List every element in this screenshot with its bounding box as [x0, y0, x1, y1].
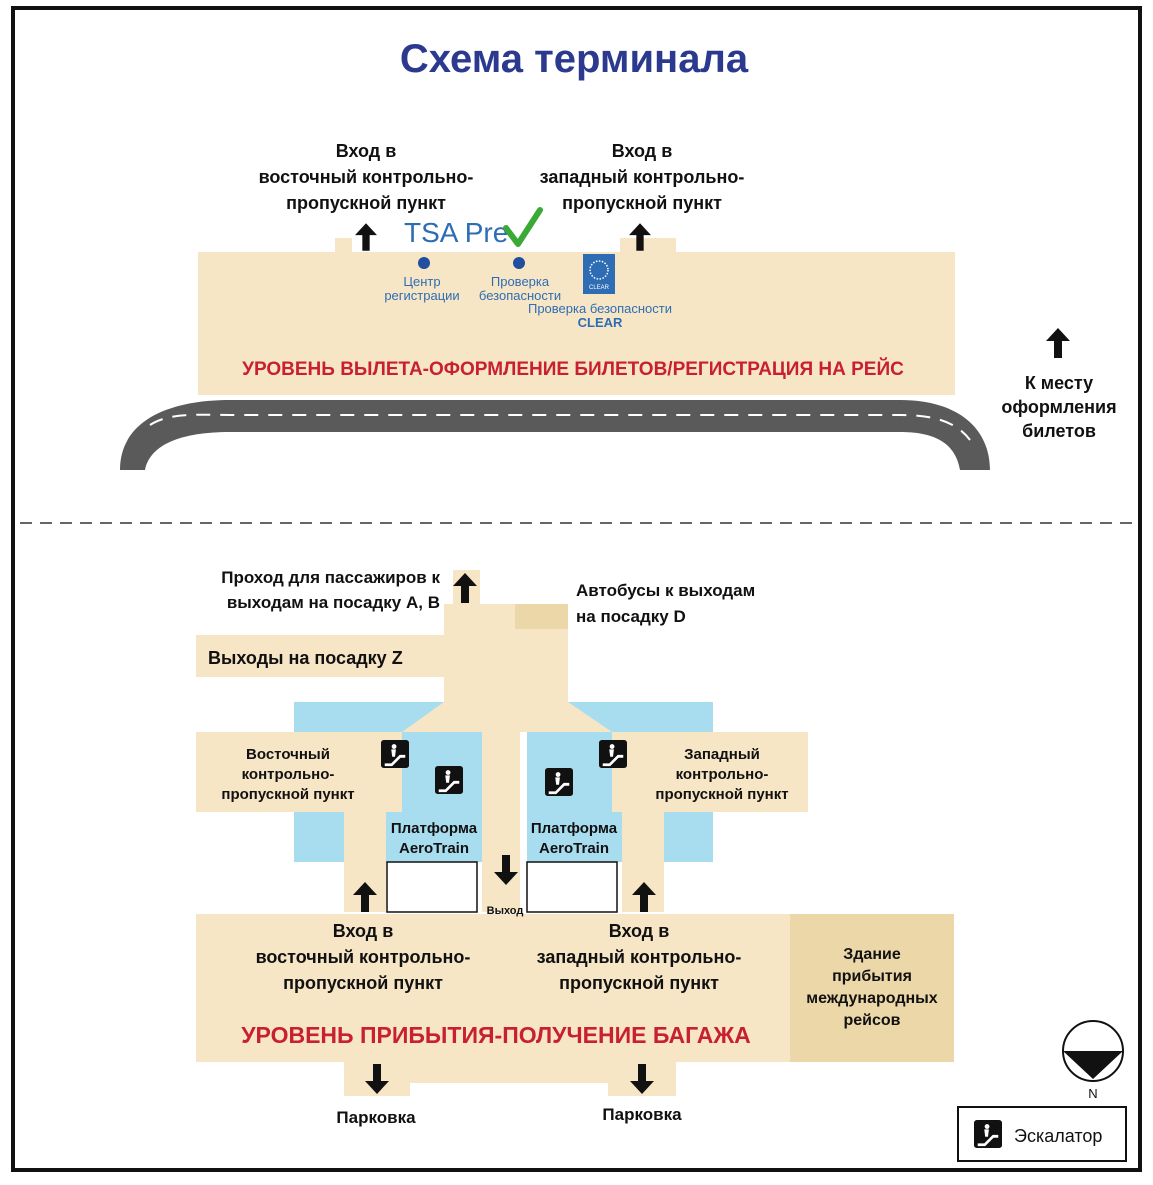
svg-text:Вход в: Вход в	[612, 141, 673, 161]
escalator-platform-right-icon	[545, 768, 573, 796]
svg-text:CLEAR: CLEAR	[589, 285, 610, 291]
svg-text:пропускной пункт: пропускной пункт	[286, 193, 446, 213]
svg-text:восточный контрольно-: восточный контрольно-	[259, 167, 474, 187]
svg-text:Проверка: Проверка	[491, 274, 550, 289]
aerotrain-platform-right	[527, 732, 612, 862]
bus-area	[515, 604, 568, 629]
checkin-dot-icon	[418, 257, 430, 269]
arrival-level-hall	[196, 914, 954, 1096]
svg-text:выходам на посадку A, B: выходам на посадку A, B	[227, 593, 440, 612]
svg-text:рейсов: рейсов	[843, 1012, 900, 1029]
svg-text:билетов: билетов	[1022, 421, 1096, 441]
passage-label: Проход для пассажиров к выходам на посад…	[221, 568, 440, 612]
buses-label: Автобусы к выходам на посадку D	[576, 581, 755, 626]
road	[120, 400, 990, 470]
departure-level-label: УРОВЕНЬ ВЫЛЕТА-ОФОРМЛЕНИЕ БИЛЕТОВ/РЕГИСТ…	[242, 358, 904, 380]
svg-text:Проход для пассажиров к: Проход для пассажиров к	[221, 568, 440, 587]
svg-text:оформления: оформления	[1001, 397, 1116, 417]
to-ticketing-label: К месту оформления билетов	[1001, 373, 1116, 441]
legend-label: Эскалатор	[1014, 1126, 1102, 1146]
svg-text:пропускной пункт: пропускной пункт	[559, 973, 719, 993]
svg-text:Платформа: Платформа	[391, 820, 478, 837]
svg-text:Платформа: Платформа	[531, 820, 618, 837]
svg-text:Вход в: Вход в	[336, 141, 397, 161]
platform-right-label: Платформа AeroTrain	[531, 820, 618, 857]
map-frame	[11, 6, 1142, 1172]
platform-right-lower	[526, 861, 618, 913]
exit-label: Выход	[487, 905, 524, 917]
legend: Эскалатор	[957, 1106, 1127, 1162]
platform-left-lower	[386, 861, 478, 913]
svg-text:пропускной пункт: пропускной пункт	[283, 973, 443, 993]
lower-west-entry-label: Вход в западный контрольно- пропускной п…	[537, 921, 742, 993]
checkin-label: Центр регистрации	[384, 274, 459, 303]
svg-text:CLEAR: CLEAR	[578, 315, 623, 330]
escalator-icon	[974, 1120, 1002, 1148]
international-arrivals-building	[790, 914, 954, 1062]
svg-text:пропускной пункт: пропускной пункт	[562, 193, 722, 213]
gates-z-label: Выходы на посадку Z	[208, 648, 403, 668]
clear-logo: CLEAR	[583, 254, 615, 294]
svg-text:AeroTrain: AeroTrain	[399, 840, 469, 857]
central-concourse	[196, 570, 612, 912]
svg-text:пропускной пункт: пропускной пункт	[221, 786, 354, 803]
map-title: Схема терминала	[400, 37, 749, 81]
svg-text:западный контрольно-: западный контрольно-	[537, 947, 742, 967]
svg-text:прибытия: прибытия	[832, 968, 912, 985]
west-checkpoint-label: Западный контрольно- пропускной пункт	[655, 746, 788, 803]
lower-east-entry-label: Вход в восточный контрольно- пропускной …	[256, 921, 471, 993]
svg-text:восточный контрольно-: восточный контрольно-	[256, 947, 471, 967]
svg-text:Западный: Западный	[684, 746, 760, 763]
departure-level-hall	[198, 238, 955, 395]
svg-text:контрольно-: контрольно-	[242, 766, 335, 783]
escalator-east-icon	[381, 740, 409, 768]
tsa-precheck-logo: TSA Pre	[404, 217, 508, 248]
escalator-west-icon	[599, 740, 627, 768]
east-entry-arrow-icon	[355, 223, 377, 251]
north-pointer-icon	[1063, 1051, 1123, 1079]
road-lane-line	[149, 413, 971, 441]
east-checkpoint-area	[196, 732, 402, 912]
parking-right-label: Парковка	[602, 1105, 682, 1124]
svg-text:Вход в: Вход в	[333, 921, 394, 941]
arrival-level-label: УРОВЕНЬ ПРИБЫТИЯ-ПОЛУЧЕНИЕ БАГАЖА	[241, 1022, 750, 1048]
west-checkpoint-area	[612, 732, 808, 912]
security-dot-icon	[513, 257, 525, 269]
ticketing-arrow-icon	[1046, 328, 1070, 358]
svg-text:регистрации: регистрации	[384, 288, 459, 303]
svg-text:Восточный: Восточный	[246, 746, 330, 763]
svg-text:безопасности: безопасности	[479, 288, 561, 303]
svg-text:на посадку D: на посадку D	[576, 607, 686, 626]
upper-east-entry-label: Вход в восточный контрольно- пропускной …	[259, 141, 474, 213]
svg-text:Автобусы к выходам: Автобусы к выходам	[576, 581, 755, 600]
clear-security-label: Проверка безопасности CLEAR	[528, 301, 672, 330]
svg-text:N: N	[1088, 1086, 1097, 1101]
svg-text:Здание: Здание	[843, 946, 901, 963]
svg-text:Вход в: Вход в	[609, 921, 670, 941]
escalator-platform-left-icon	[435, 766, 463, 794]
svg-text:контрольно-: контрольно-	[676, 766, 769, 783]
svg-text:AeroTrain: AeroTrain	[539, 840, 609, 857]
svg-text:международных: международных	[806, 990, 938, 1007]
svg-text:Центр: Центр	[403, 274, 440, 289]
aerotrain-platform-left	[386, 732, 482, 862]
upper-west-entry-label: Вход в западный контрольно- пропускной п…	[540, 141, 745, 213]
svg-text:К месту: К месту	[1025, 373, 1093, 393]
security-label: Проверка безопасности	[479, 274, 561, 303]
svg-text:Проверка безопасности: Проверка безопасности	[528, 301, 672, 316]
platform-left-label: Платформа AeroTrain	[391, 820, 478, 857]
tsa-check-icon	[503, 207, 543, 247]
svg-text:пропускной пункт: пропускной пункт	[655, 786, 788, 803]
international-arrivals-label: Здание прибытия международных рейсов	[806, 946, 938, 1029]
compass: N	[1062, 1020, 1124, 1101]
east-checkpoint-label: Восточный контрольно- пропускной пункт	[221, 746, 354, 803]
svg-text:западный контрольно-: западный контрольно-	[540, 167, 745, 187]
parking-left-label: Парковка	[336, 1108, 416, 1127]
